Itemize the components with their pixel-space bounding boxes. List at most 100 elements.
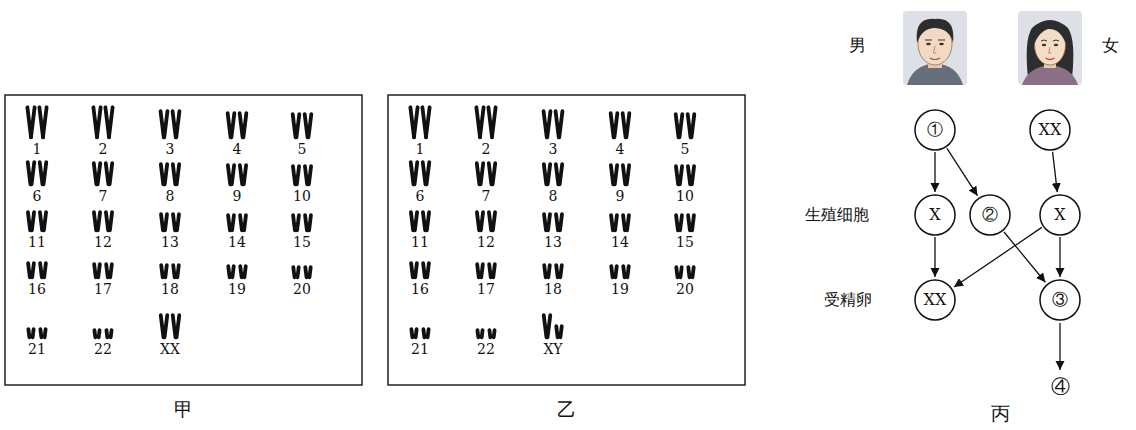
panel-caption: 乙 — [557, 399, 576, 420]
chromosome — [421, 210, 431, 232]
karyotype — [408, 105, 696, 339]
chromosome — [291, 112, 302, 139]
chromosome — [409, 327, 418, 339]
chromosome-number: 3 — [166, 142, 175, 157]
chromosome-number: 13 — [161, 235, 179, 250]
chromosome-circle: ② — [969, 194, 1011, 236]
chromosome — [26, 261, 36, 279]
chromosome — [303, 213, 313, 232]
chromosome-number: 10 — [676, 189, 694, 204]
chromosome-number: 16 — [28, 282, 46, 297]
chromosome — [542, 162, 553, 186]
chromosome-number: 12 — [477, 235, 495, 250]
chromosome — [291, 213, 301, 232]
chromosome-number: XY — [543, 342, 562, 357]
chromosome-number: 2 — [99, 142, 108, 157]
chromosome — [542, 313, 553, 339]
chromosome-number: 9 — [233, 189, 242, 204]
chromosome — [487, 262, 497, 279]
chromosome-number: 22 — [477, 342, 495, 357]
chromosome-number: 9 — [616, 189, 625, 204]
chromosome-number: 8 — [166, 189, 175, 204]
chromosome — [104, 328, 113, 339]
chromosome — [171, 313, 182, 339]
chromosome-circle: X — [1039, 194, 1081, 236]
node-text: XX — [1039, 121, 1062, 139]
chromosome — [609, 163, 619, 186]
chromosome-number: 14 — [611, 235, 629, 250]
node-text: ③ — [1052, 291, 1068, 309]
chromosome — [421, 327, 430, 339]
row-label: 受精卵 — [824, 291, 872, 309]
chromosome — [238, 111, 249, 139]
chromosome — [621, 264, 631, 279]
chromosome-number: 6 — [33, 189, 42, 204]
chromosome-number: 18 — [544, 282, 562, 297]
chromosome-number: 8 — [549, 189, 558, 204]
chromosome — [104, 262, 114, 279]
chromosome — [238, 163, 248, 186]
arrow-connector — [934, 152, 935, 192]
chromosome — [421, 261, 431, 279]
chromosome-number: 7 — [99, 189, 108, 204]
arrow-connector — [1053, 152, 1058, 192]
chromosome — [541, 109, 552, 139]
node-text: X — [929, 206, 940, 224]
chromosome — [159, 162, 170, 186]
chromosome — [686, 213, 696, 232]
chromosome — [409, 160, 420, 186]
chromosome-number: 5 — [681, 142, 690, 157]
karyotype-frame — [5, 95, 362, 385]
chromosome — [475, 210, 485, 232]
chromosome — [487, 210, 497, 232]
chromosome-circle: ① — [914, 109, 956, 151]
chromosome — [38, 261, 48, 279]
chromosome-number: 1 — [416, 142, 425, 157]
female-face — [1018, 11, 1082, 85]
chromosome-number: 21 — [28, 342, 46, 357]
chromosome — [542, 263, 552, 279]
chromosome — [238, 213, 248, 232]
chromosome-number: 1 — [33, 142, 42, 157]
chromosome — [226, 213, 236, 232]
chromosome-number: 5 — [298, 142, 307, 157]
chromosome — [171, 162, 182, 186]
chromosome-number: 15 — [293, 235, 311, 250]
arrow-connector — [954, 227, 1042, 287]
chromosome-number: 2 — [482, 142, 491, 157]
chromosome — [170, 109, 181, 139]
chromosome — [91, 105, 102, 139]
karyotype-frame — [388, 95, 745, 385]
chromosome-number: 10 — [293, 189, 311, 204]
chromosome — [686, 112, 697, 139]
panel-caption: 甲 — [174, 399, 193, 420]
chromosome — [92, 161, 103, 186]
sex-label: 男 — [849, 36, 866, 55]
chromosome-number: 13 — [544, 235, 562, 250]
chromosome — [474, 105, 485, 139]
chromosome — [92, 210, 102, 232]
chromosome — [38, 210, 48, 232]
chromosome — [420, 105, 431, 139]
chromosome-number: 3 — [549, 142, 558, 157]
chromosome — [674, 265, 684, 279]
chromosome — [158, 109, 169, 139]
chromosome — [554, 324, 564, 339]
arrow-line — [1059, 323, 1060, 370]
chromosome — [475, 328, 484, 339]
chromosome — [171, 263, 181, 279]
chromosome-number: 22 — [94, 342, 112, 357]
arrow-connector — [1059, 237, 1060, 277]
chromosome-number: 11 — [411, 235, 429, 250]
chromosome — [408, 105, 419, 139]
chromosome — [303, 265, 313, 279]
chromosome — [103, 105, 114, 139]
male-face — [903, 11, 967, 85]
row-label: 生殖细胞 — [805, 206, 869, 224]
chromosome-number: 4 — [233, 142, 242, 157]
chromosome — [553, 109, 564, 139]
chromosome — [609, 111, 620, 139]
